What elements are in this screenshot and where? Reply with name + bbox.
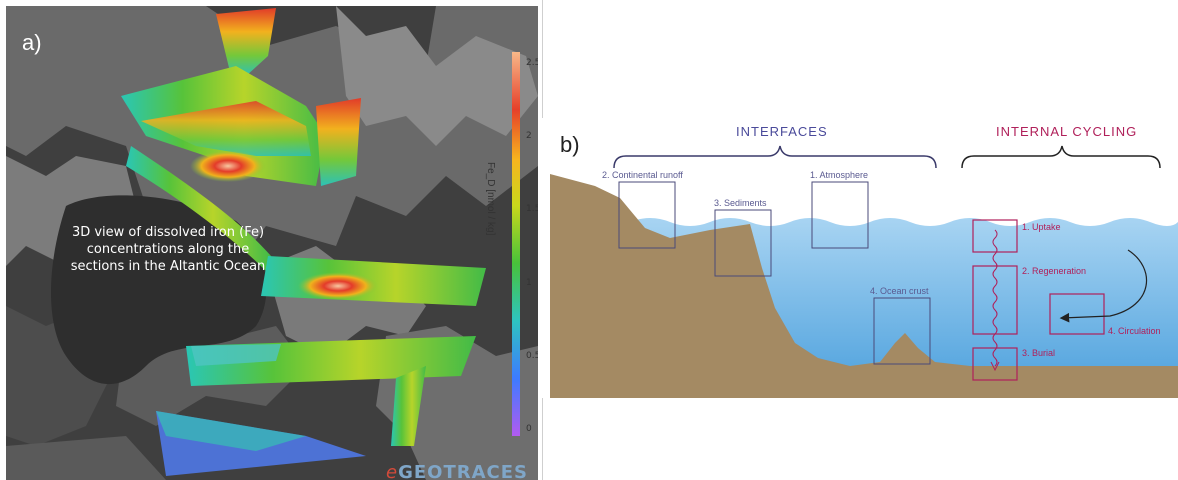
internal-cycling-title: INTERNAL CYCLING (996, 124, 1138, 139)
sinking-arrowhead (990, 361, 1000, 372)
colorbar-tick: 2.5 (526, 58, 538, 68)
logo-prefix: e (386, 462, 399, 480)
internal-cycling-brace (961, 145, 1161, 169)
regeneration-label: 2. Regeneration (1022, 266, 1087, 276)
ocean-cross-section (550, 145, 1178, 398)
colorbar-tick: 0.5 (526, 351, 538, 361)
burial-box (972, 347, 1018, 381)
sediments-box (714, 209, 772, 277)
seafloor-map-graphic (6, 6, 538, 480)
runoff-box (618, 181, 676, 249)
uptake-label: 1. Uptake (1022, 222, 1061, 232)
interfaces-brace (613, 145, 937, 169)
circulation-label: 4. Circulation (1108, 326, 1161, 336)
divider-line (542, 398, 543, 480)
map-caption: 3D view of dissolved iron (Fe) concentra… (70, 225, 266, 274)
sediments-label: 3. Sediments (714, 198, 767, 208)
colorbar-title: Fe_D [nmol / kg] (485, 162, 496, 236)
colorbar-tick: 0 (526, 424, 532, 434)
panel-a-3d-iron-map: a) 3D view of dissolved iron (Fe) concen… (6, 6, 538, 480)
logo-text: GEOTRACES (398, 462, 528, 480)
circulation-arrow (1059, 249, 1148, 323)
atmosphere-label: 1. Atmosphere (810, 170, 869, 180)
burial-label: 3. Burial (1022, 348, 1056, 358)
colorbar-tick: 1.5 (526, 204, 538, 214)
colorbar-tick: 1 (526, 278, 532, 288)
fe-colorbar (512, 52, 520, 436)
uptake-box (972, 219, 1018, 253)
runoff-label: 2. Continental runoff (602, 170, 683, 180)
colorbar-tick: 2 (526, 131, 532, 141)
sinking-flux-line (992, 229, 998, 367)
panel-b-letter: b) (560, 132, 580, 157)
divider-line (542, 0, 543, 118)
panel-b-iron-cycle-diagram: b) INTERFACES INTERNAL CYCLING 2. Contin… (550, 118, 1178, 398)
panel-a-letter: a) (22, 30, 42, 55)
ocean-crust-box (873, 297, 931, 365)
seabed-land (550, 174, 1178, 398)
ocean-crust-label: 4. Ocean crust (870, 286, 929, 296)
circulation-box (1049, 293, 1105, 335)
interfaces-title: INTERFACES (736, 124, 828, 139)
geotraces-logo: eGEOTRACES (386, 462, 528, 480)
atmosphere-box (811, 181, 869, 249)
